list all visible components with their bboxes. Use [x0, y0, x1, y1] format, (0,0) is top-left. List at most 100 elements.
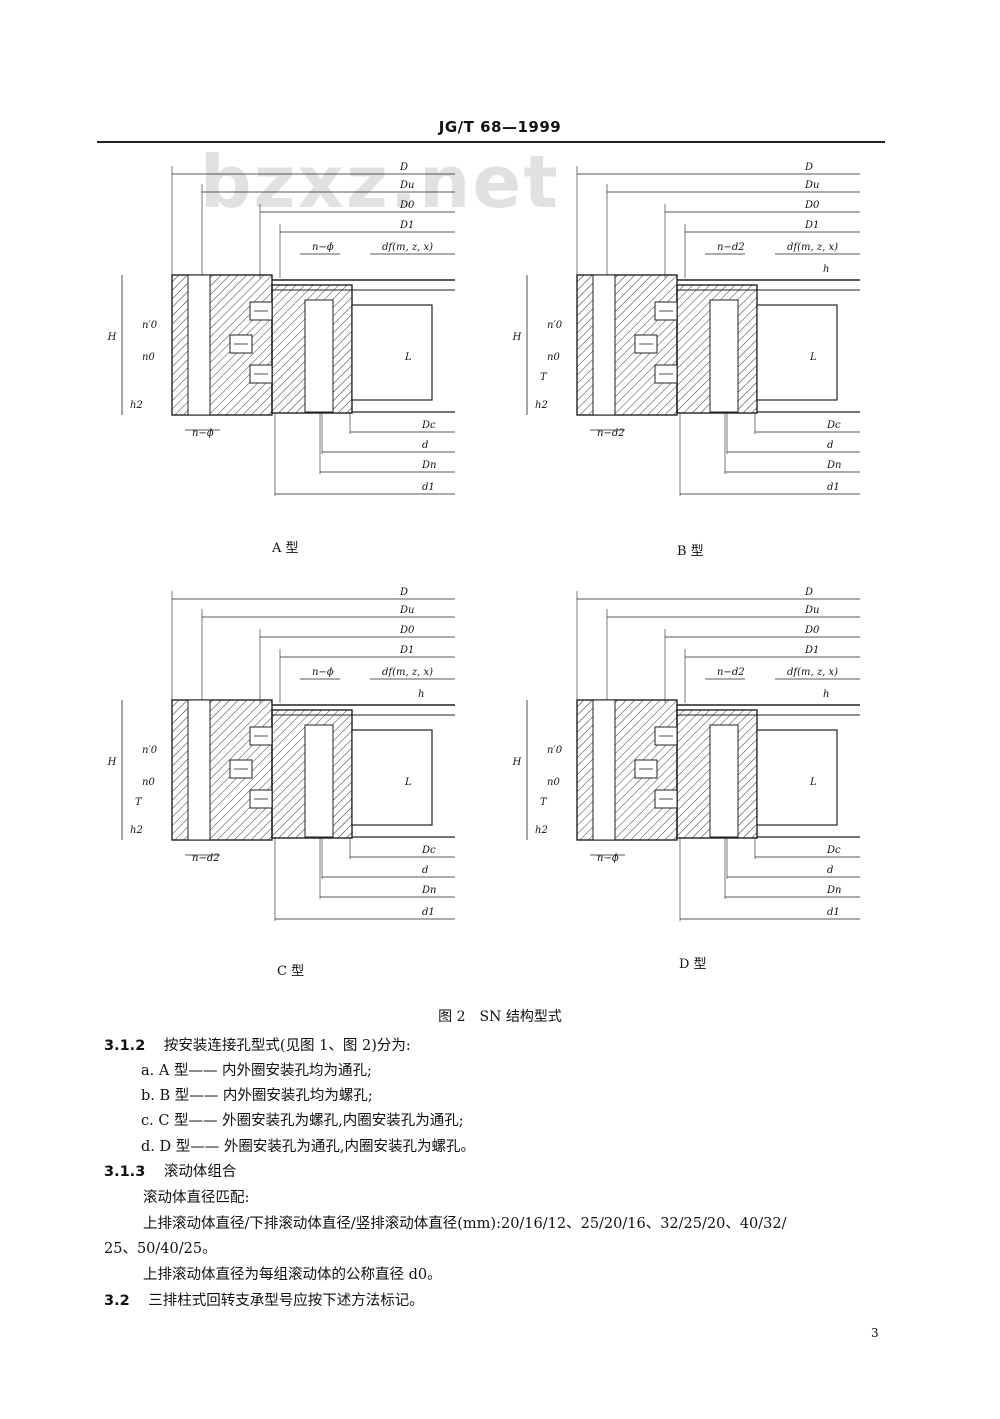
- item-c: c. C 型—— 外圈安装孔为螺孔,内圈安装孔为通孔;: [141, 1113, 464, 1129]
- label-h2: h2: [535, 825, 548, 836]
- label-n0p: n′0: [547, 745, 563, 756]
- caption-type-a: A 型: [272, 541, 299, 556]
- label-D: D: [399, 587, 408, 598]
- label-Dc: Dc: [826, 845, 841, 856]
- label-h2: h2: [535, 400, 548, 411]
- label-d: d: [422, 865, 428, 876]
- caption-type-d: D 型: [679, 957, 707, 972]
- item-a: a. A 型—— 内外圈安装孔均为通孔;: [141, 1063, 372, 1079]
- match-line-1: 上排滚动体直径/下排滚动体直径/竖排滚动体直径(mm):20/16/12、25/…: [143, 1216, 787, 1232]
- label-L: L: [809, 777, 817, 788]
- section-number-3-2: 3.2: [104, 1293, 130, 1309]
- page-number: 3: [871, 1326, 879, 1340]
- section-text-3-2: 三排柱式回转支承型号应按下述方法标记。: [148, 1293, 424, 1309]
- label-df: df(m, z, x): [382, 667, 433, 678]
- label-Dn: Dn: [826, 885, 841, 896]
- label-h2: h2: [130, 825, 143, 836]
- label-Dc: Dc: [421, 420, 436, 431]
- label-nphi_top: n−ϕ: [312, 242, 334, 253]
- standard-code: JG/T 68—1999: [438, 118, 562, 136]
- label-d: d: [827, 865, 833, 876]
- label-Du: Du: [399, 605, 414, 616]
- header-rule: [97, 141, 885, 143]
- nominal-diameter-line: 上排滚动体直径为每组滚动体的公称直径 d0。: [143, 1267, 442, 1283]
- label-h2: h2: [130, 400, 143, 411]
- label-nphi_bottom: n−d2: [597, 428, 625, 439]
- label-d: d: [827, 440, 833, 451]
- section-text-3-1-2: 按安装连接孔型式(见图 1、图 2)分为:: [163, 1038, 411, 1054]
- match-line-2: 25、50/40/25。: [104, 1241, 217, 1257]
- label-nphi_top: n−d2: [717, 667, 745, 678]
- label-nphi_bottom: n−ϕ: [192, 428, 214, 439]
- label-d1: d1: [827, 907, 840, 918]
- label-D0: D0: [804, 200, 820, 211]
- section-number-3-1-3: 3.1.3: [104, 1164, 146, 1180]
- label-Dc: Dc: [826, 420, 841, 431]
- label-n0: n0: [142, 777, 155, 788]
- label-df: df(m, z, x): [787, 667, 838, 678]
- label-df: df(m, z, x): [787, 242, 838, 253]
- label-n0p: n′0: [142, 745, 158, 756]
- section-text-3-1-3: 滚动体组合: [163, 1164, 237, 1180]
- label-H: H: [512, 757, 522, 768]
- label-Du: Du: [804, 605, 819, 616]
- label-D1: D1: [399, 220, 414, 231]
- label-L: L: [404, 777, 412, 788]
- label-Dn: Dn: [826, 460, 841, 471]
- label-D: D: [804, 162, 813, 173]
- watermark: bzxz.net: [200, 140, 560, 224]
- label-D1: D1: [804, 220, 819, 231]
- label-H: H: [107, 757, 117, 768]
- label-D1: D1: [804, 645, 819, 656]
- label-T: T: [135, 797, 143, 808]
- label-nphi_top: n−d2: [717, 242, 745, 253]
- label-Dn: Dn: [421, 885, 436, 896]
- label-Du: Du: [399, 180, 414, 191]
- label-D: D: [399, 162, 408, 173]
- label-n0: n0: [547, 777, 560, 788]
- label-D: D: [804, 587, 813, 598]
- label-nphi_bottom: n−d2: [192, 853, 220, 864]
- label-d1: d1: [422, 482, 435, 493]
- match-title: 滚动体直径匹配:: [143, 1190, 250, 1206]
- label-T: T: [540, 372, 548, 383]
- figure-caption: 图 2 SN 结构型式: [438, 1009, 562, 1025]
- caption-type-b: B 型: [677, 544, 704, 559]
- label-n0: n0: [142, 352, 155, 363]
- label-d1: d1: [422, 907, 435, 918]
- label-D0: D0: [399, 200, 415, 211]
- label-L: L: [809, 352, 817, 363]
- label-h: h: [823, 264, 829, 275]
- label-d: d: [422, 440, 428, 451]
- label-Dc: Dc: [421, 845, 436, 856]
- label-n0p: n′0: [547, 320, 563, 331]
- label-D1: D1: [399, 645, 414, 656]
- label-L: L: [404, 352, 412, 363]
- label-D0: D0: [804, 625, 820, 636]
- label-nphi_bottom: n−ϕ: [597, 853, 619, 864]
- label-H: H: [512, 332, 522, 343]
- label-H: H: [107, 332, 117, 343]
- label-h: h: [418, 689, 424, 700]
- label-n0p: n′0: [142, 320, 158, 331]
- label-nphi_top: n−ϕ: [312, 667, 334, 678]
- caption-type-c: C 型: [277, 964, 305, 979]
- item-b: b. B 型—— 内外圈安装孔均为螺孔;: [141, 1088, 373, 1104]
- label-T: T: [540, 797, 548, 808]
- label-n0: n0: [547, 352, 560, 363]
- section-number-3-1-2: 3.1.2: [104, 1038, 146, 1054]
- label-Dn: Dn: [421, 460, 436, 471]
- label-df: df(m, z, x): [382, 242, 433, 253]
- label-Du: Du: [804, 180, 819, 191]
- label-D0: D0: [399, 625, 415, 636]
- label-d1: d1: [827, 482, 840, 493]
- item-d: d. D 型—— 外圈安装孔为通孔,内圈安装孔为螺孔。: [141, 1139, 475, 1155]
